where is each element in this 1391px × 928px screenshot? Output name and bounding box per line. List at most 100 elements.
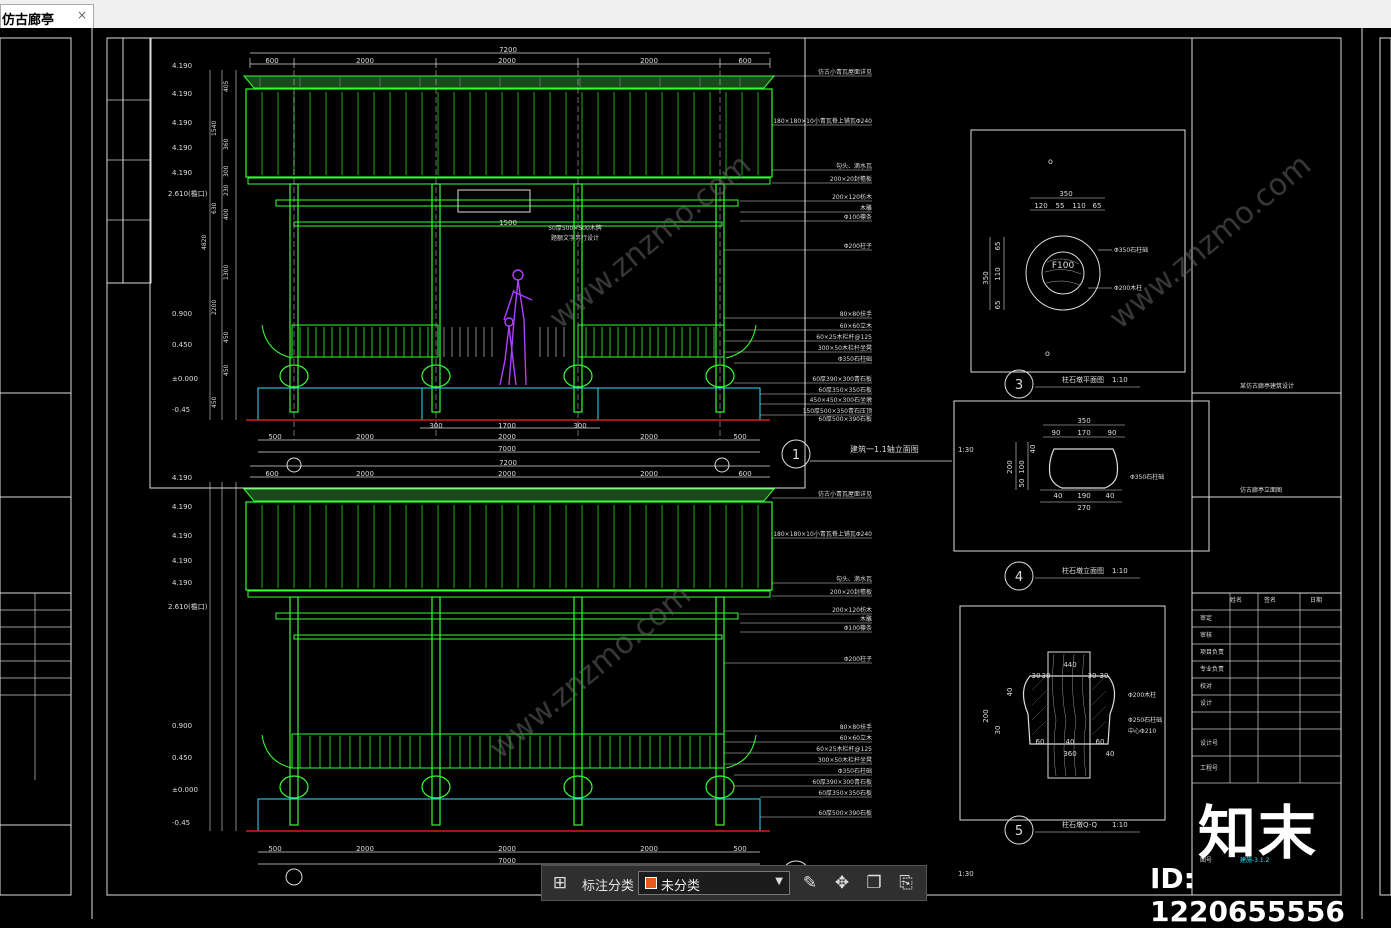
svg-text:80×80扶手: 80×80扶手 (840, 723, 872, 731)
svg-text:Φ100檩条: Φ100檩条 (844, 624, 872, 632)
svg-text:勾头、滴水瓦: 勾头、滴水瓦 (836, 162, 872, 170)
svg-text:-0.45: -0.45 (172, 406, 190, 414)
svg-text:405: 405 (223, 80, 230, 92)
svg-text:4.190: 4.190 (172, 144, 192, 152)
grid-icon[interactable]: ⊞ (552, 873, 568, 893)
category-color-swatch (645, 877, 657, 889)
sheet-borders (0, 28, 1391, 919)
svg-text:110: 110 (994, 267, 1002, 280)
svg-text:60厚390×300青石板: 60厚390×300青石板 (812, 375, 872, 383)
svg-text:500: 500 (733, 845, 746, 853)
svg-text:-0.45: -0.45 (172, 819, 190, 827)
svg-text:1:30: 1:30 (958, 446, 974, 454)
svg-text:专业负责: 专业负责 (1200, 665, 1224, 673)
svg-text:200×20封檐板: 200×20封檐板 (830, 588, 872, 596)
svg-text:270: 270 (1077, 504, 1090, 512)
document-tab[interactable]: 仿古廊亭 × (0, 4, 94, 28)
svg-text:40: 40 (1106, 492, 1115, 500)
svg-text:3: 3 (1015, 378, 1023, 393)
svg-text:1540: 1540 (211, 121, 218, 136)
svg-text:230: 230 (223, 184, 230, 196)
svg-text:o: o (1048, 157, 1053, 166)
elevation-title: 建筑一1.1轴立面图 (850, 444, 919, 454)
svg-text:建施-3.1.2: 建施-3.1.2 (1240, 856, 1270, 864)
svg-text:40: 40 (1029, 445, 1037, 454)
svg-text:300: 300 (573, 422, 586, 430)
svg-text:60厚350×350石板: 60厚350×350石板 (818, 789, 872, 797)
svg-text:60厚500×390石板: 60厚500×390石板 (818, 415, 872, 423)
svg-text:Φ200柱子: Φ200柱子 (844, 242, 872, 250)
svg-text:500: 500 (268, 845, 281, 853)
paste-icon[interactable]: ⎘ (899, 873, 913, 893)
svg-text:中心Φ210: 中心Φ210 (1128, 727, 1156, 735)
svg-text:0.900: 0.900 (172, 722, 192, 730)
svg-text:350: 350 (982, 271, 990, 284)
svg-text:4.190: 4.190 (172, 90, 192, 98)
svg-text:Φ100檩条: Φ100檩条 (844, 213, 872, 221)
svg-text:30: 30 (1042, 672, 1051, 680)
svg-text:2000: 2000 (498, 57, 516, 65)
svg-text:4.190: 4.190 (172, 62, 192, 70)
edit-icon[interactable]: ✎ (802, 873, 818, 893)
svg-text:180×180×10小青瓦脊上铺瓦Φ240: 180×180×10小青瓦脊上铺瓦Φ240 (773, 117, 872, 125)
copy-icon[interactable]: ❐ (866, 873, 882, 893)
svg-text:校对: 校对 (1200, 682, 1212, 690)
svg-text:60厚390×300青石板: 60厚390×300青石板 (812, 778, 872, 786)
svg-text:300: 300 (429, 422, 442, 430)
image-id: ID: 1220655556 (1150, 862, 1345, 928)
svg-text:60厚500×390石板: 60厚500×390石板 (818, 809, 872, 817)
chevron-down-icon: ▼ (775, 876, 783, 887)
svg-text:柱石墩平面图: 柱石墩平面图 (1062, 375, 1104, 384)
svg-text:60×25木栏杆@125: 60×25木栏杆@125 (816, 333, 872, 341)
svg-text:350: 350 (1059, 190, 1072, 198)
svg-text:7200: 7200 (499, 46, 517, 54)
svg-text:600: 600 (265, 470, 278, 478)
svg-text:90: 90 (1052, 429, 1061, 437)
svg-text:60×60立木: 60×60立木 (840, 734, 872, 742)
svg-text:40: 40 (1066, 738, 1075, 746)
svg-text:某仿古廊亭建筑设计: 某仿古廊亭建筑设计 (1240, 382, 1294, 390)
svg-text:110: 110 (1072, 202, 1085, 210)
svg-text:65: 65 (994, 242, 1002, 251)
svg-text:www.znzmo.com: www.znzmo.com (1103, 148, 1318, 337)
svg-text:审核: 审核 (1200, 631, 1212, 639)
svg-text:300×50木栏杆坐凳: 300×50木栏杆坐凳 (818, 344, 872, 352)
close-icon[interactable]: × (76, 8, 87, 22)
move-icon[interactable]: ✥ (834, 873, 850, 893)
svg-text:±0.000: ±0.000 (172, 375, 198, 383)
svg-text:5: 5 (1015, 824, 1023, 839)
svg-text:350: 350 (1077, 417, 1090, 425)
svg-text:200: 200 (982, 709, 990, 722)
svg-text:4.190: 4.190 (172, 474, 192, 482)
svg-text:40: 40 (1006, 688, 1014, 697)
svg-text:440: 440 (1063, 661, 1076, 669)
detail-5-section: 440 30 30 30 30 40 200 30 60 40 360 60 4… (959, 605, 1166, 845)
title-block-text: 姓名 签名 日期 审定 审核 项目负责 专业负责 校对 设计 设计号 工程号 图… (1200, 382, 1322, 864)
svg-text:7200: 7200 (499, 459, 517, 467)
svg-text:100: 100 (1018, 460, 1026, 473)
category-select[interactable]: 未分类 ▼ (638, 871, 790, 895)
svg-text:40: 40 (1106, 750, 1115, 758)
svg-text:2000: 2000 (356, 470, 374, 478)
svg-text:65: 65 (1093, 202, 1102, 210)
svg-text:4.190: 4.190 (172, 579, 192, 587)
svg-text:签名: 签名 (1264, 596, 1276, 604)
svg-text:50厚500×500木牌: 50厚500×500木牌 (548, 224, 602, 232)
svg-text:450: 450 (223, 364, 230, 376)
svg-text:2000: 2000 (640, 57, 658, 65)
svg-text:柱石墩立面图: 柱石墩立面图 (1062, 566, 1104, 575)
svg-text:0.450: 0.450 (172, 341, 192, 349)
svg-text:柱石墩Q-Q: 柱石墩Q-Q (1062, 820, 1097, 829)
svg-text:40: 40 (1054, 492, 1063, 500)
svg-text:630: 630 (211, 202, 218, 214)
svg-text:60: 60 (1036, 738, 1045, 746)
svg-text:日期: 日期 (1310, 596, 1322, 604)
drawing-canvas[interactable]: 姓名 签名 日期 审定 审核 项目负责 专业负责 校对 设计 设计号 工程号 图… (0, 28, 1391, 919)
svg-text:2000: 2000 (356, 845, 374, 853)
svg-text:设计: 设计 (1200, 699, 1212, 707)
watermark-text: www.znzmo.com www.znzmo.com www.znzmo.co… (483, 148, 1318, 767)
svg-text:30: 30 (994, 726, 1002, 735)
svg-text:7000: 7000 (498, 857, 516, 865)
svg-text:450×450×300石坐墩: 450×450×300石坐墩 (810, 396, 872, 404)
svg-text:60×60立木: 60×60立木 (840, 322, 872, 330)
